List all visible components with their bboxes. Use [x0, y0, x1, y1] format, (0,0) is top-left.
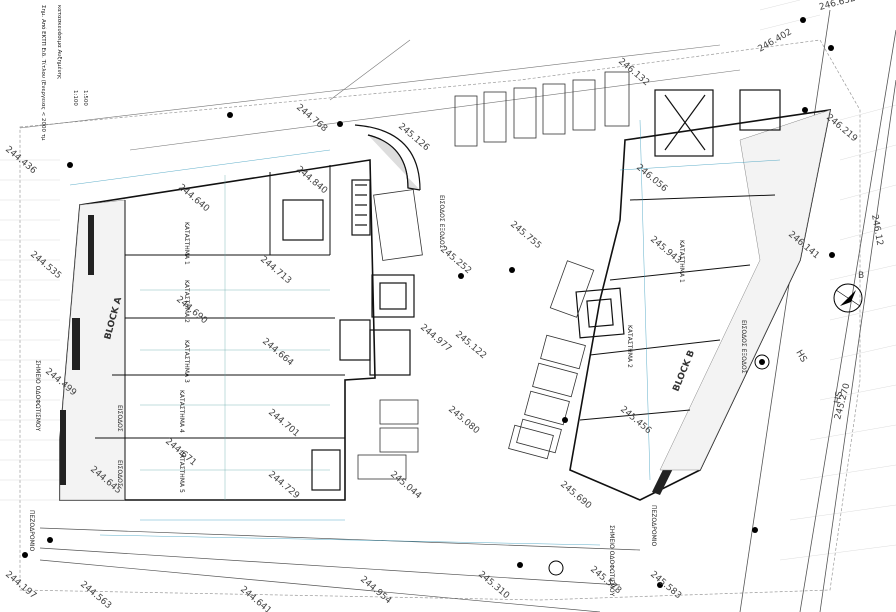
level-label: 244.664: [260, 337, 295, 369]
level-label: 244.729: [266, 470, 301, 502]
block-a-stair-core: [282, 179, 415, 491]
level-label: 246.12: [869, 214, 884, 247]
level-label: 245.080: [446, 405, 481, 437]
sidewalk-label: ΣΗΜΕΙΟ ΟΔΟΦΩΤΙΣΜΟΥ: [608, 525, 615, 597]
plot-boundary: [19, 39, 861, 601]
hs-label: HS: [833, 390, 845, 404]
level-label: 246.652: [818, 0, 857, 13]
block-a-shop-dividers: [95, 165, 345, 500]
level-label: 245.122: [453, 330, 488, 362]
drawing-note: 1:500: [82, 90, 88, 106]
block-a-facade-piers: [60, 215, 94, 485]
entrance-exit-label: ΕΙΣΟΔΟΣ ΕΞΟΔΟΣ: [438, 195, 445, 249]
drawing-note: 1:100: [72, 90, 78, 106]
level-label: 245.755: [508, 220, 543, 252]
top-parking-row: [454, 71, 630, 147]
shop-label: ΚΑΤΑΣΤΗΜΑ 3: [183, 340, 190, 383]
entrance-exit-label: ΕΙΣΟΔΟΣ ΕΞΟΔΟΣ: [740, 320, 747, 374]
shop-label: ΚΑΤΑΣΤΗΜΑ 2: [183, 280, 190, 323]
level-label: 244.535: [28, 250, 63, 282]
block-b-core: [575, 89, 781, 339]
level-label: 246.402: [757, 27, 794, 54]
level-label: 244.977: [418, 323, 453, 355]
drawing-note: κατασκευάσιμα Αυξημένης: [56, 5, 63, 79]
level-label: 245.310: [476, 570, 511, 602]
block-b-label: BLOCK B: [672, 349, 698, 393]
level-label: 244.768: [294, 103, 329, 135]
entrance-label: ΕΙΣΟΔΟΣ: [116, 460, 123, 487]
level-label: 245.126: [396, 122, 431, 154]
level-label: 245.943: [648, 235, 683, 267]
shop-label: ΚΑΤΑΣΤΗΜΑ 5: [178, 450, 185, 493]
level-label: 244.197: [3, 570, 38, 602]
block-a-parking: [357, 189, 423, 480]
level-markers: [22, 17, 835, 588]
sidewalk-label: ΠΕΖΟΔΡΟΜΙΟ: [28, 510, 35, 552]
entrance-label: ΕΙΣΟΔΟΣ: [116, 405, 123, 432]
level-label: 244.713: [258, 255, 293, 287]
block-b-dividers: [579, 194, 776, 421]
ground-hatch: [0, 0, 896, 561]
compass-icon: [548, 354, 770, 576]
level-label: 245.252: [438, 245, 473, 277]
ramp: [354, 124, 421, 191]
level-label: 246.132: [616, 57, 651, 89]
road-top: [19, 39, 741, 151]
block-b-parking: [508, 260, 595, 460]
block-b-arcade: [659, 109, 831, 471]
level-label: 244.701: [266, 408, 301, 440]
block-a-arcade: [59, 199, 126, 501]
level-label: 245.583: [648, 570, 683, 602]
level-label: 246.219: [824, 113, 859, 145]
north-arrow-icon: [833, 283, 863, 313]
hs-label: HS: [793, 349, 808, 365]
dimension-lines: [69, 119, 781, 546]
sidewalk-label: ΠΕΖΟΔΡΟΜΙΟ: [650, 505, 657, 547]
level-label: 245.690: [558, 480, 593, 512]
level-label: 244.563: [78, 580, 113, 612]
shop-label: ΚΑΤΑΣΤΗΜΑ 1: [183, 222, 190, 265]
north-label: B: [858, 271, 864, 281]
road-bottom: [39, 527, 641, 612]
level-label: 244.436: [3, 145, 38, 177]
level-label: 244.954: [358, 575, 393, 607]
level-label: 245.578: [588, 565, 623, 597]
shop-label: ΚΑΤΑΣΤΗΜΑ 1: [678, 240, 685, 283]
level-label: 244.641: [238, 585, 273, 612]
level-label: 244.690: [174, 295, 209, 327]
road-right: [739, 9, 896, 612]
drawing-note: Σημ. Από ΕΚΤΠ Ειδ. Τίτλου (Ενεργειας < 2…: [40, 5, 47, 141]
shop-label: ΚΑΤΑΣΤΗΜΑ 4: [178, 390, 185, 433]
shop-label: ΚΑΤΑΣΤΗΜΑ 2: [626, 325, 633, 368]
sidewalk-label: ΣΗΜΕΙΟ ΟΔΟΦΩΤΙΣΜΟΥ: [34, 360, 41, 432]
block-a-interior: [140, 175, 330, 500]
